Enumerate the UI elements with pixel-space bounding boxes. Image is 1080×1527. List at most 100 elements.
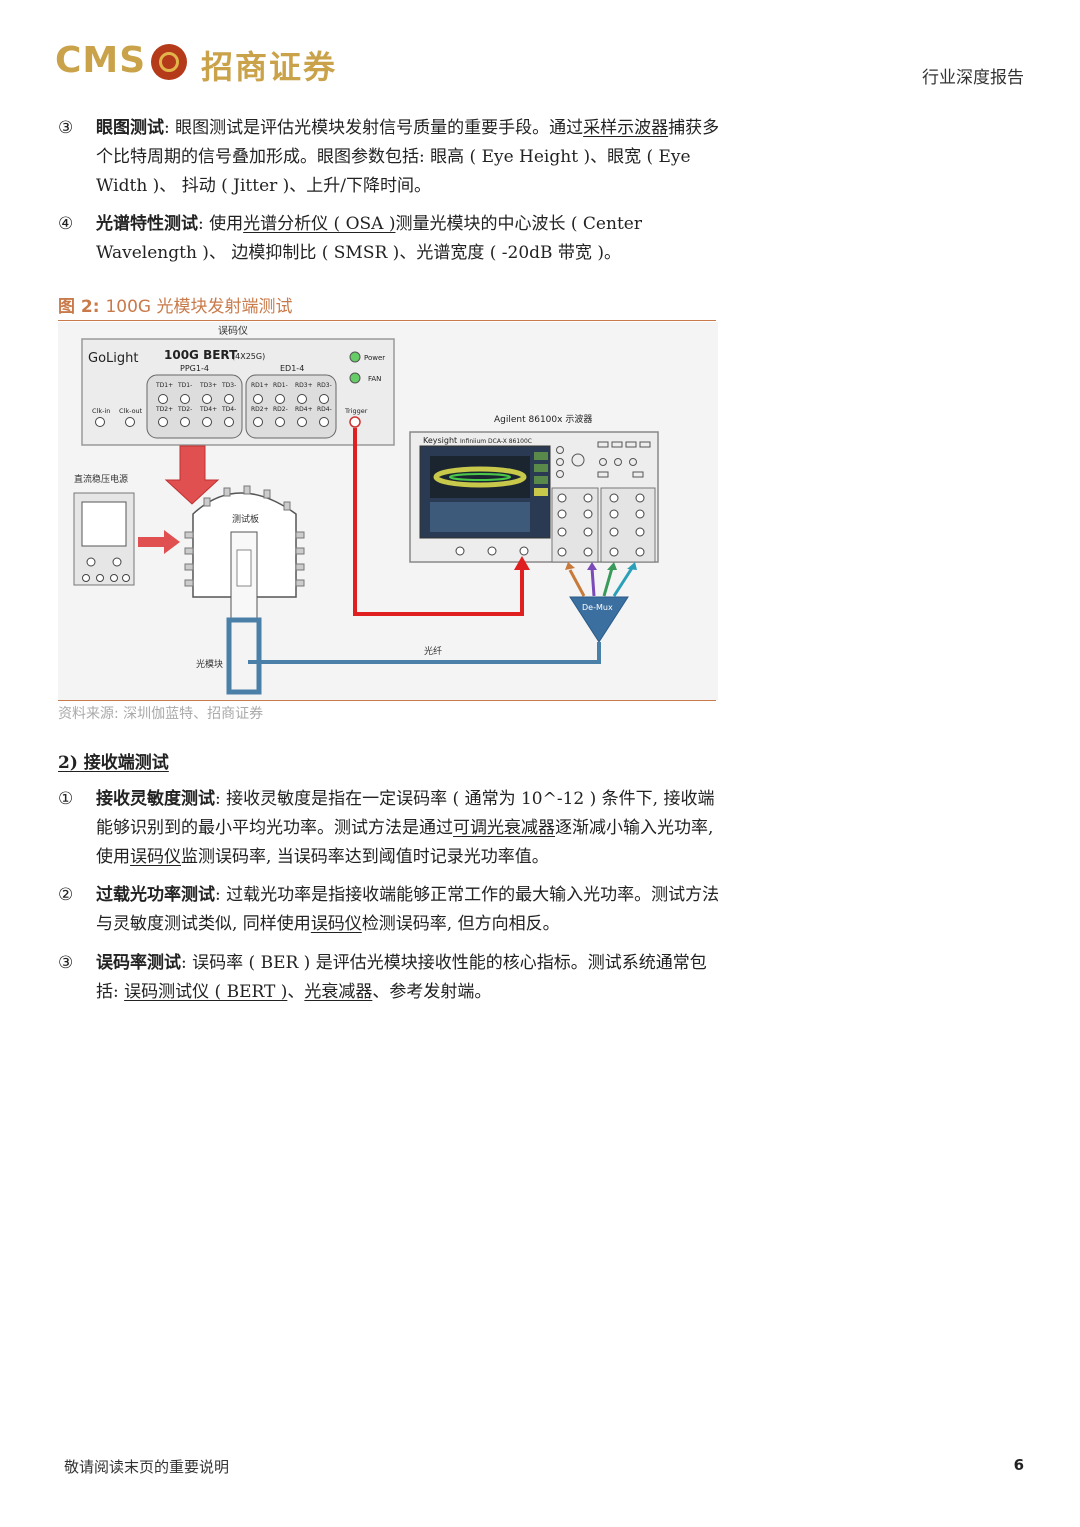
item-text: 逐渐减小输入光功率, 使用	[96, 818, 714, 867]
fiber-label: 光纤	[424, 645, 442, 657]
golight-label: GoLight	[88, 351, 138, 366]
link-osa[interactable]: 光谱分析仪 ( OSA )	[243, 214, 396, 234]
section-heading-receiver-test: 2) 接收端测试	[58, 753, 169, 773]
item-number: ④	[58, 214, 74, 234]
port-connector	[275, 417, 285, 427]
board-label: 测试板	[232, 513, 259, 525]
port-label: RD4+	[295, 406, 313, 413]
item-number: ③	[58, 118, 74, 138]
port-label: TD1+	[155, 382, 173, 389]
port-connector	[253, 417, 263, 427]
list-item-spectral-test: ④ 光谱特性测试: 使用光谱分析仪 ( OSA )测量光模块的中心波长 ( Ce…	[58, 210, 723, 268]
port-label: TD2+	[155, 406, 173, 413]
port-connector	[202, 394, 212, 404]
clk-in-label: Clk-in	[92, 407, 110, 415]
port-label: TD3-	[221, 382, 236, 389]
port-connector	[180, 417, 190, 427]
link-sampling-oscilloscope[interactable]: 采样示波器	[583, 118, 669, 138]
figure-label: 图 2:	[58, 297, 100, 317]
item-text: 捕获多个比特周期的信号叠加形成。眼图参数包括: 眼高 ( Eye Height …	[96, 118, 720, 196]
item-text: 测量光模块的中心波长 ( Center Wavelength )、 边模抑制比 …	[96, 214, 642, 263]
list-item-ber-test: ③ 误码率测试: 误码率 ( BER ) 是评估光模块接收性能的核心指标。测试系…	[58, 949, 723, 1007]
list-item-overload-test: ② 过载光功率测试: 过载光功率是指接收端能够正常工作的最大输入光功率。测试方法…	[58, 881, 723, 939]
figure-title-text: 100G 光模块发射端测试	[105, 297, 293, 317]
item-text: 、参考发射端。	[372, 982, 492, 1002]
port-label: RD3-	[317, 382, 332, 389]
bert-model-label: 100G BERT	[164, 348, 238, 362]
port-label: TD1-	[177, 382, 192, 389]
link-bert[interactable]: 误码仪	[130, 847, 181, 867]
port-connector	[158, 394, 168, 404]
page-number: 6	[1013, 1456, 1024, 1474]
port-connector	[275, 394, 285, 404]
footer-disclaimer: 敬请阅读末页的重要说明	[64, 1458, 230, 1476]
list-item-sensitivity-test: ① 接收灵敏度测试: 接收灵敏度是指在一定误码率 ( 通常为 10^-12 ) …	[58, 785, 723, 872]
item-text: : 接收灵敏度是指在一定误码率 ( 通常为 10^-12 ) 条件下, 接收端能…	[96, 789, 715, 838]
item-title: 过载光功率测试	[96, 885, 215, 905]
item-number: ①	[58, 789, 74, 809]
port-label: TD2-	[177, 406, 192, 413]
item-number: ②	[58, 885, 74, 905]
port-label: RD3+	[295, 382, 313, 389]
port-label: RD2+	[251, 406, 269, 413]
port-connector	[180, 394, 190, 404]
power-label: Power	[364, 354, 385, 362]
rd-port-group: RD1+ RD1- RD3+ RD3- RD2+ RD2- RD4+ RD4-	[251, 382, 332, 427]
port-label: TD4-	[221, 406, 236, 413]
keysight-label: Keysight	[423, 436, 457, 445]
port-connector	[158, 417, 168, 427]
module-label: 光模块	[196, 658, 223, 670]
port-label: RD1-	[273, 382, 288, 389]
port-connector	[224, 417, 234, 427]
item-text: 监测误码率, 当误码率达到阈值时记录光功率值。	[181, 847, 549, 867]
port-label: RD1+	[251, 382, 269, 389]
psu-label: 直流稳压电源	[74, 473, 128, 485]
logo-text: CMS	[55, 40, 147, 81]
figure-bottom-rule	[58, 700, 716, 701]
item-title: 误码率测试	[96, 953, 181, 973]
trigger-label: Trigger	[344, 407, 368, 415]
port-connector	[297, 394, 307, 404]
ppg-label: PPG1-4	[180, 364, 209, 373]
transmitter-test-diagram: 误码仪 GoLight 100G BERT (4X25G) PPG1-4 ED1…	[58, 322, 718, 700]
item-text: : 过载光功率是指接收端能够正常工作的最大输入光功率。测试方法与灵敏度测试类似,…	[96, 885, 720, 934]
link-bert-tester[interactable]: 误码测试仪 ( BERT )	[124, 982, 288, 1002]
figure-title: 图 2: 100G 光模块发射端测试	[58, 292, 716, 321]
fan-label: FAN	[368, 375, 381, 383]
infiniium-label: Infiniium DCA-X 86100C	[460, 438, 532, 445]
port-connector	[319, 417, 329, 427]
port-label: TD3+	[199, 382, 217, 389]
cms-logo: CMS 招商证券	[55, 38, 355, 88]
item-title: 光谱特性测试	[96, 214, 198, 234]
port-connector	[224, 394, 234, 404]
item-title: 接收灵敏度测试	[96, 789, 215, 809]
scope-caption: Agilent 86100x 示波器	[494, 413, 592, 425]
list-item-eye-diagram-test: ③ 眼图测试: 眼图测试是评估光模块发射信号质量的重要手段。通过采样示波器捕获多…	[58, 114, 723, 201]
item-text: : 误码率 ( BER ) 是评估光模块接收性能的核心指标。测试系统通常包括:	[96, 953, 707, 1002]
demux-label: De-Mux	[582, 603, 613, 612]
port-label: RD2-	[273, 406, 288, 413]
item-text: 、	[287, 982, 305, 1002]
item-text: 检测误码率, 但方向相反。	[361, 914, 560, 934]
port-connector	[253, 394, 263, 404]
figure-source: 资料来源: 深圳伽蓝特、招商证券	[58, 706, 264, 722]
document-type-label: 行业深度报告	[922, 68, 1024, 88]
item-text: : 眼图测试是评估光模块发射信号质量的重要手段。通过	[164, 118, 584, 138]
logo-chinese-text: 招商证券	[201, 48, 338, 86]
port-connector	[297, 417, 307, 427]
port-connector	[202, 417, 212, 427]
bert-sub-label: (4X25G)	[232, 352, 265, 361]
link-attenuator[interactable]: 光衰减器	[304, 982, 373, 1002]
logo-seal-icon	[151, 44, 187, 80]
port-label: RD4-	[317, 406, 332, 413]
item-number: ③	[58, 953, 74, 973]
item-text: : 使用	[198, 214, 244, 234]
ed-label: ED1-4	[280, 364, 304, 373]
link-bert[interactable]: 误码仪	[310, 914, 362, 934]
td-port-group: TD1+ TD1- TD3+ TD3- TD2+ TD2- TD4+ TD4-	[155, 382, 236, 427]
port-connector	[319, 394, 329, 404]
port-label: TD4+	[199, 406, 217, 413]
clk-out-label: Clk-out	[119, 407, 143, 415]
link-variable-attenuator[interactable]: 可调光衰减器	[453, 818, 555, 838]
item-title: 眼图测试	[96, 118, 164, 138]
